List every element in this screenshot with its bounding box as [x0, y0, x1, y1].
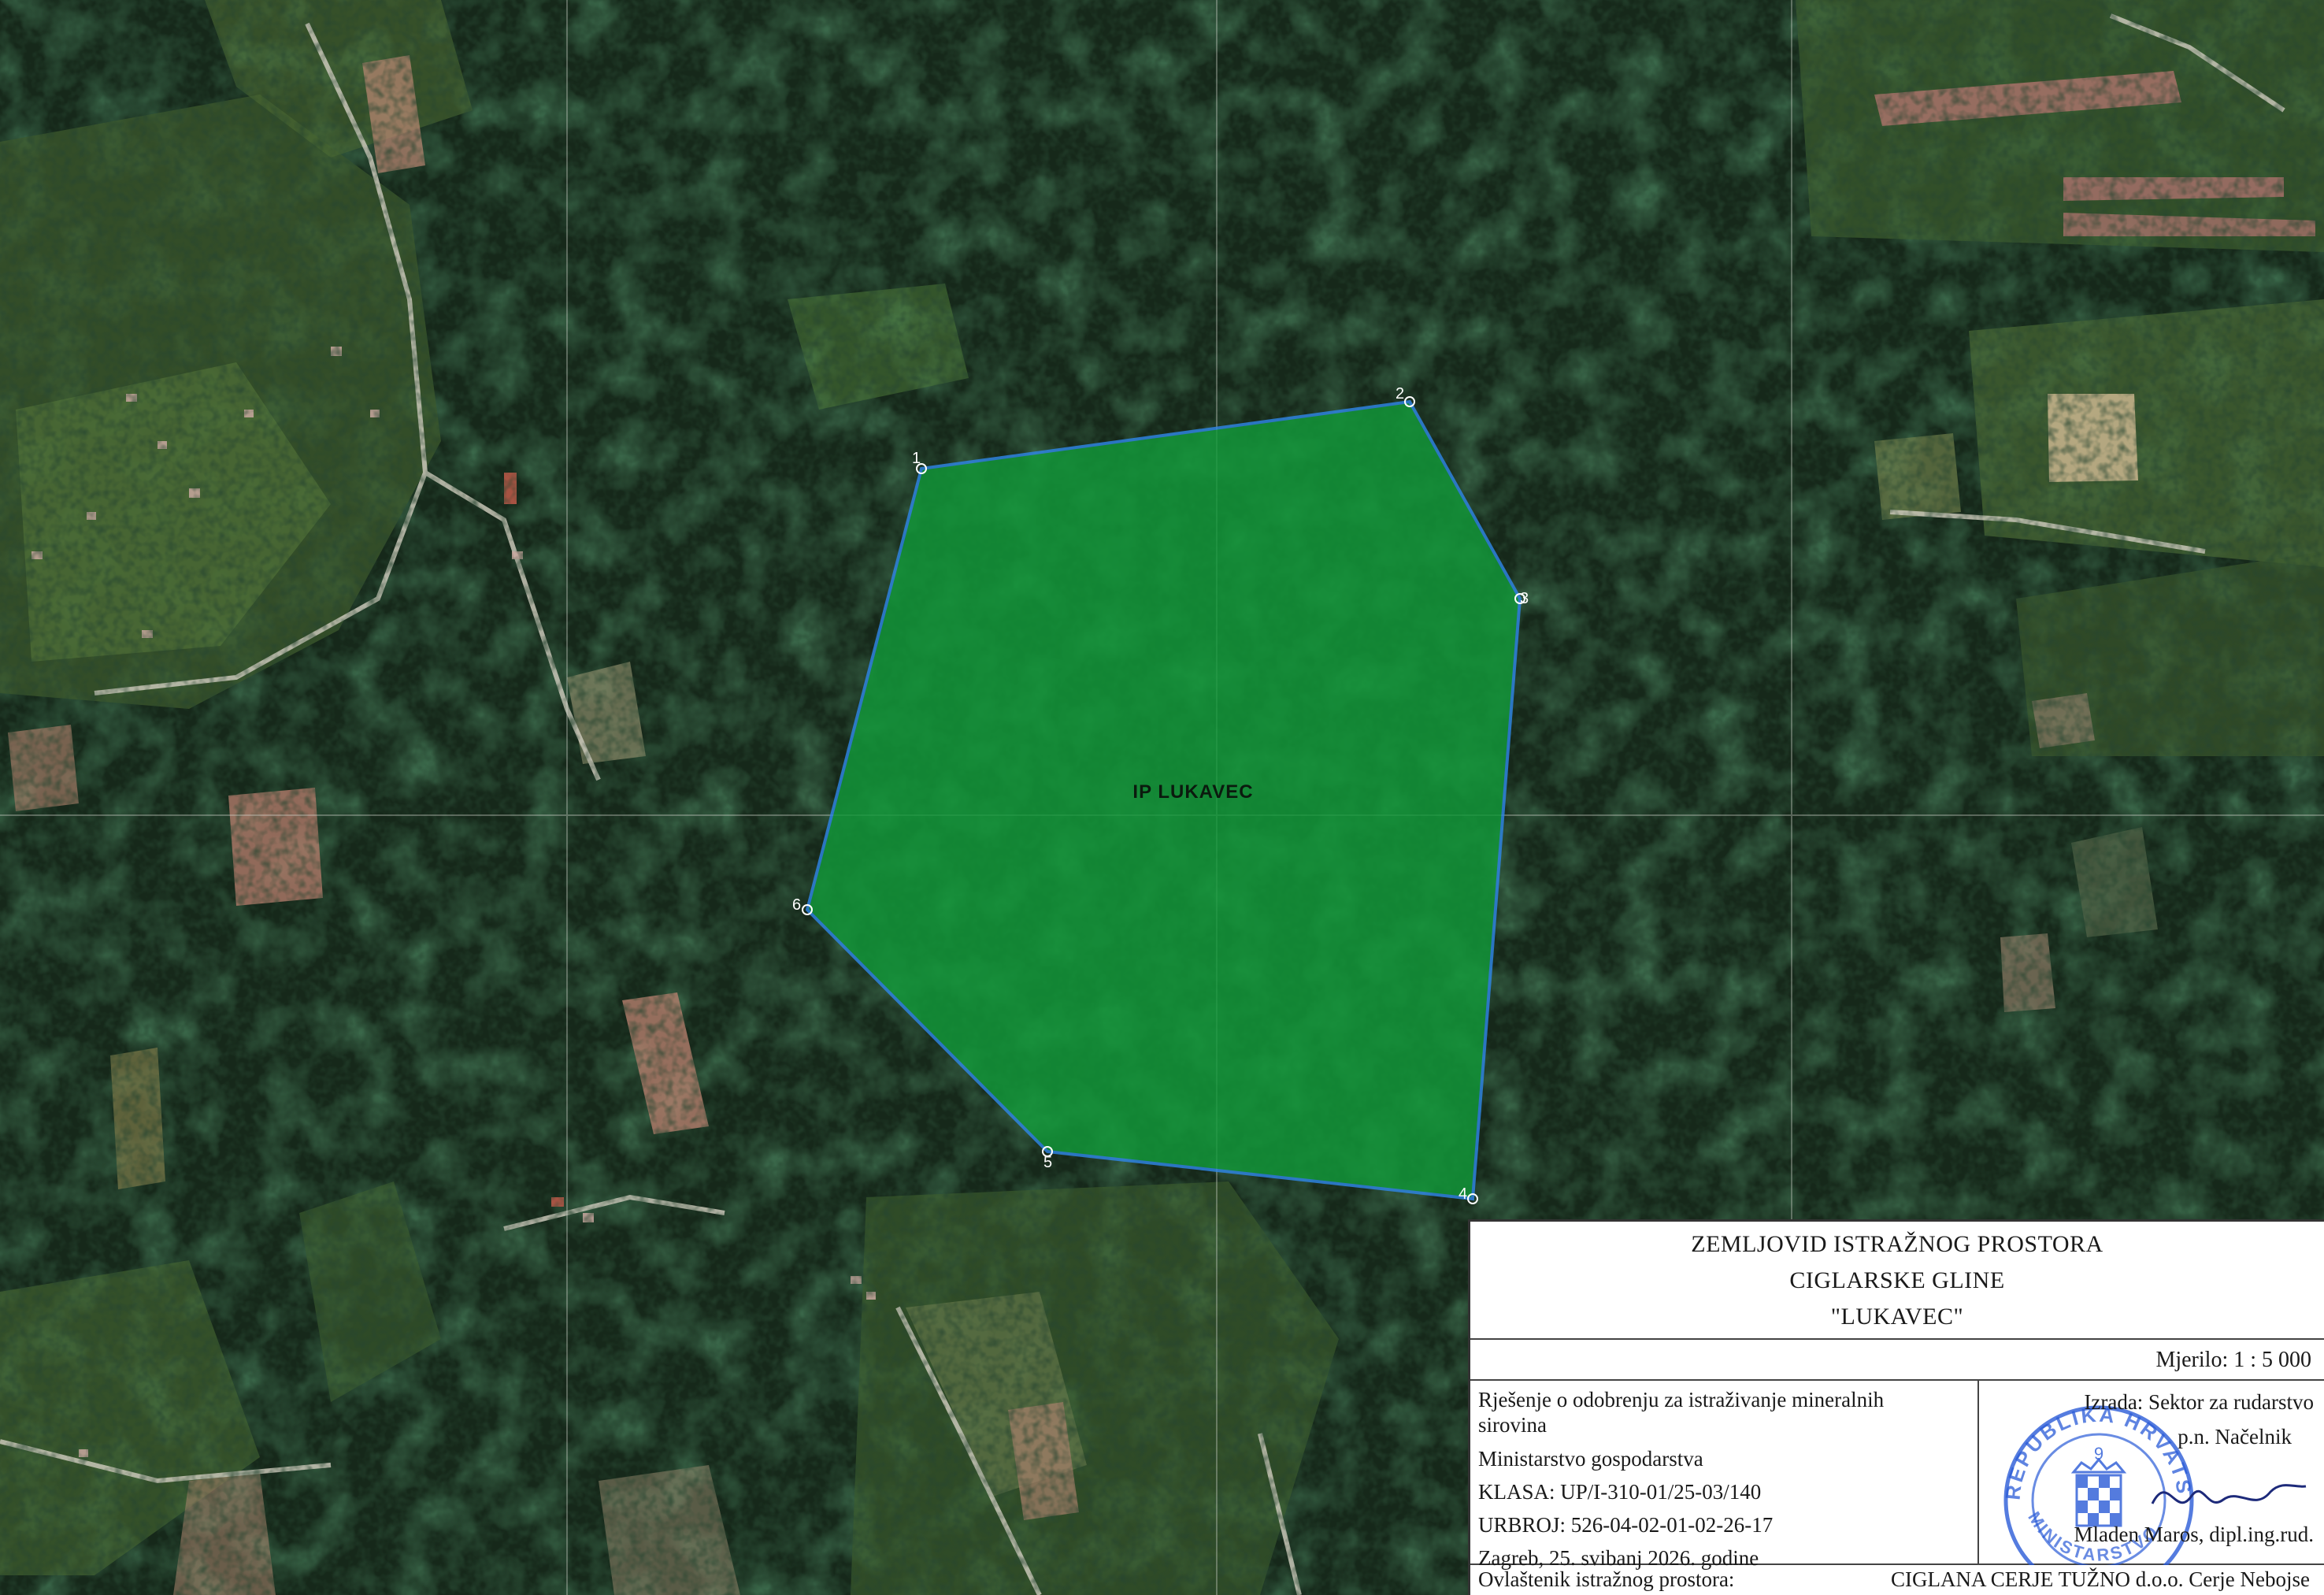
vertex-1-label: 1: [912, 450, 921, 467]
vertex-2: 2: [1396, 385, 1415, 407]
head-title: p.n. Načelnik: [2178, 1425, 2292, 1448]
exploration-area-polygon: [805, 399, 1522, 1201]
handwritten-signature: [2151, 1484, 2307, 1504]
official-seal-stamp: REPUBLIKA HRVATSKA MINISTARSTVO 9: [1981, 1382, 2194, 1565]
licensee-label: Ovlaštenik istražnog prostora:: [1478, 1567, 1735, 1591]
licensee-name: CIGLANA CERJE TUŽNO d.o.o. Cerje Nebojse: [1891, 1567, 2310, 1591]
authorization-block: REPUBLIKA HRVATSKA MINISTARSTVO 9 Izrada…: [1979, 1381, 2324, 1565]
vertex-6: 6: [792, 896, 813, 915]
vertex-markers: 1 2 3 4 5 6: [792, 385, 1529, 1204]
vertex-4: 4: [1459, 1185, 1478, 1204]
svg-text:9: 9: [2094, 1444, 2103, 1463]
decision-line-1: Rješenje o odobrenju za istraživanje min…: [1478, 1388, 1885, 1411]
exploration-area: IP LUKAVEC: [805, 399, 1522, 1201]
vertex-6-label: 6: [792, 896, 801, 914]
decision-title: Rješenje o odobrenju za istraživanje min…: [1478, 1387, 1970, 1437]
date-place: Zagreb, 25. svibanj 2026. godine: [1478, 1546, 1759, 1570]
approval-section: Rješenje o odobrenju za istraživanje min…: [1470, 1381, 2324, 1570]
decision-details: Rješenje o odobrenju za istraživanje min…: [1470, 1381, 1979, 1570]
map-title-line-1: ZEMLJOVID ISTRAŽNOG PROSTORA: [1691, 1231, 2103, 1257]
exploration-area-label: IP LUKAVEC: [1132, 781, 1253, 803]
decision-line-2: sirovina: [1478, 1413, 1547, 1437]
map-title-line-3: "LUKAVEC": [1830, 1304, 1964, 1330]
licensee-row: Ovlaštenik istražnog prostora: CIGLANA C…: [1470, 1565, 2324, 1595]
prepared-by: Izrada: Sektor za rudarstvo: [2084, 1390, 2314, 1414]
vertex-5-label: 5: [1043, 1154, 1052, 1171]
urbroj-number: URBROJ: 526-04-02-01-02-26-17: [1478, 1513, 1774, 1537]
vertex-1: 1: [912, 450, 927, 474]
vertex-2-label: 2: [1396, 385, 1404, 402]
vertex-5: 5: [1042, 1146, 1053, 1171]
ministry-name: Ministarstvo gospodarstva: [1478, 1447, 1703, 1471]
coat-of-arms-icon: [2070, 1457, 2127, 1527]
map-scale: Mjerilo: 1 : 5 000: [1470, 1340, 2324, 1381]
klasa-number: KLASA: UP/I-310-01/25-03/140: [1478, 1480, 1762, 1504]
vertex-3-label: 3: [1520, 590, 1529, 607]
map-title-line-2: CIGLARSKE GLINE: [1789, 1267, 2005, 1293]
map-title-block: ZEMLJOVID ISTRAŽNOG PROSTORA CIGLARSKE G…: [1468, 1219, 2324, 1595]
signer-name: Mladen Maros, dipl.ing.rud.: [2074, 1523, 2314, 1546]
vertex-3: 3: [1514, 590, 1529, 607]
vertex-4-label: 4: [1459, 1185, 1467, 1203]
map-title: ZEMLJOVID ISTRAŽNOG PROSTORA CIGLARSKE G…: [1470, 1222, 2324, 1340]
